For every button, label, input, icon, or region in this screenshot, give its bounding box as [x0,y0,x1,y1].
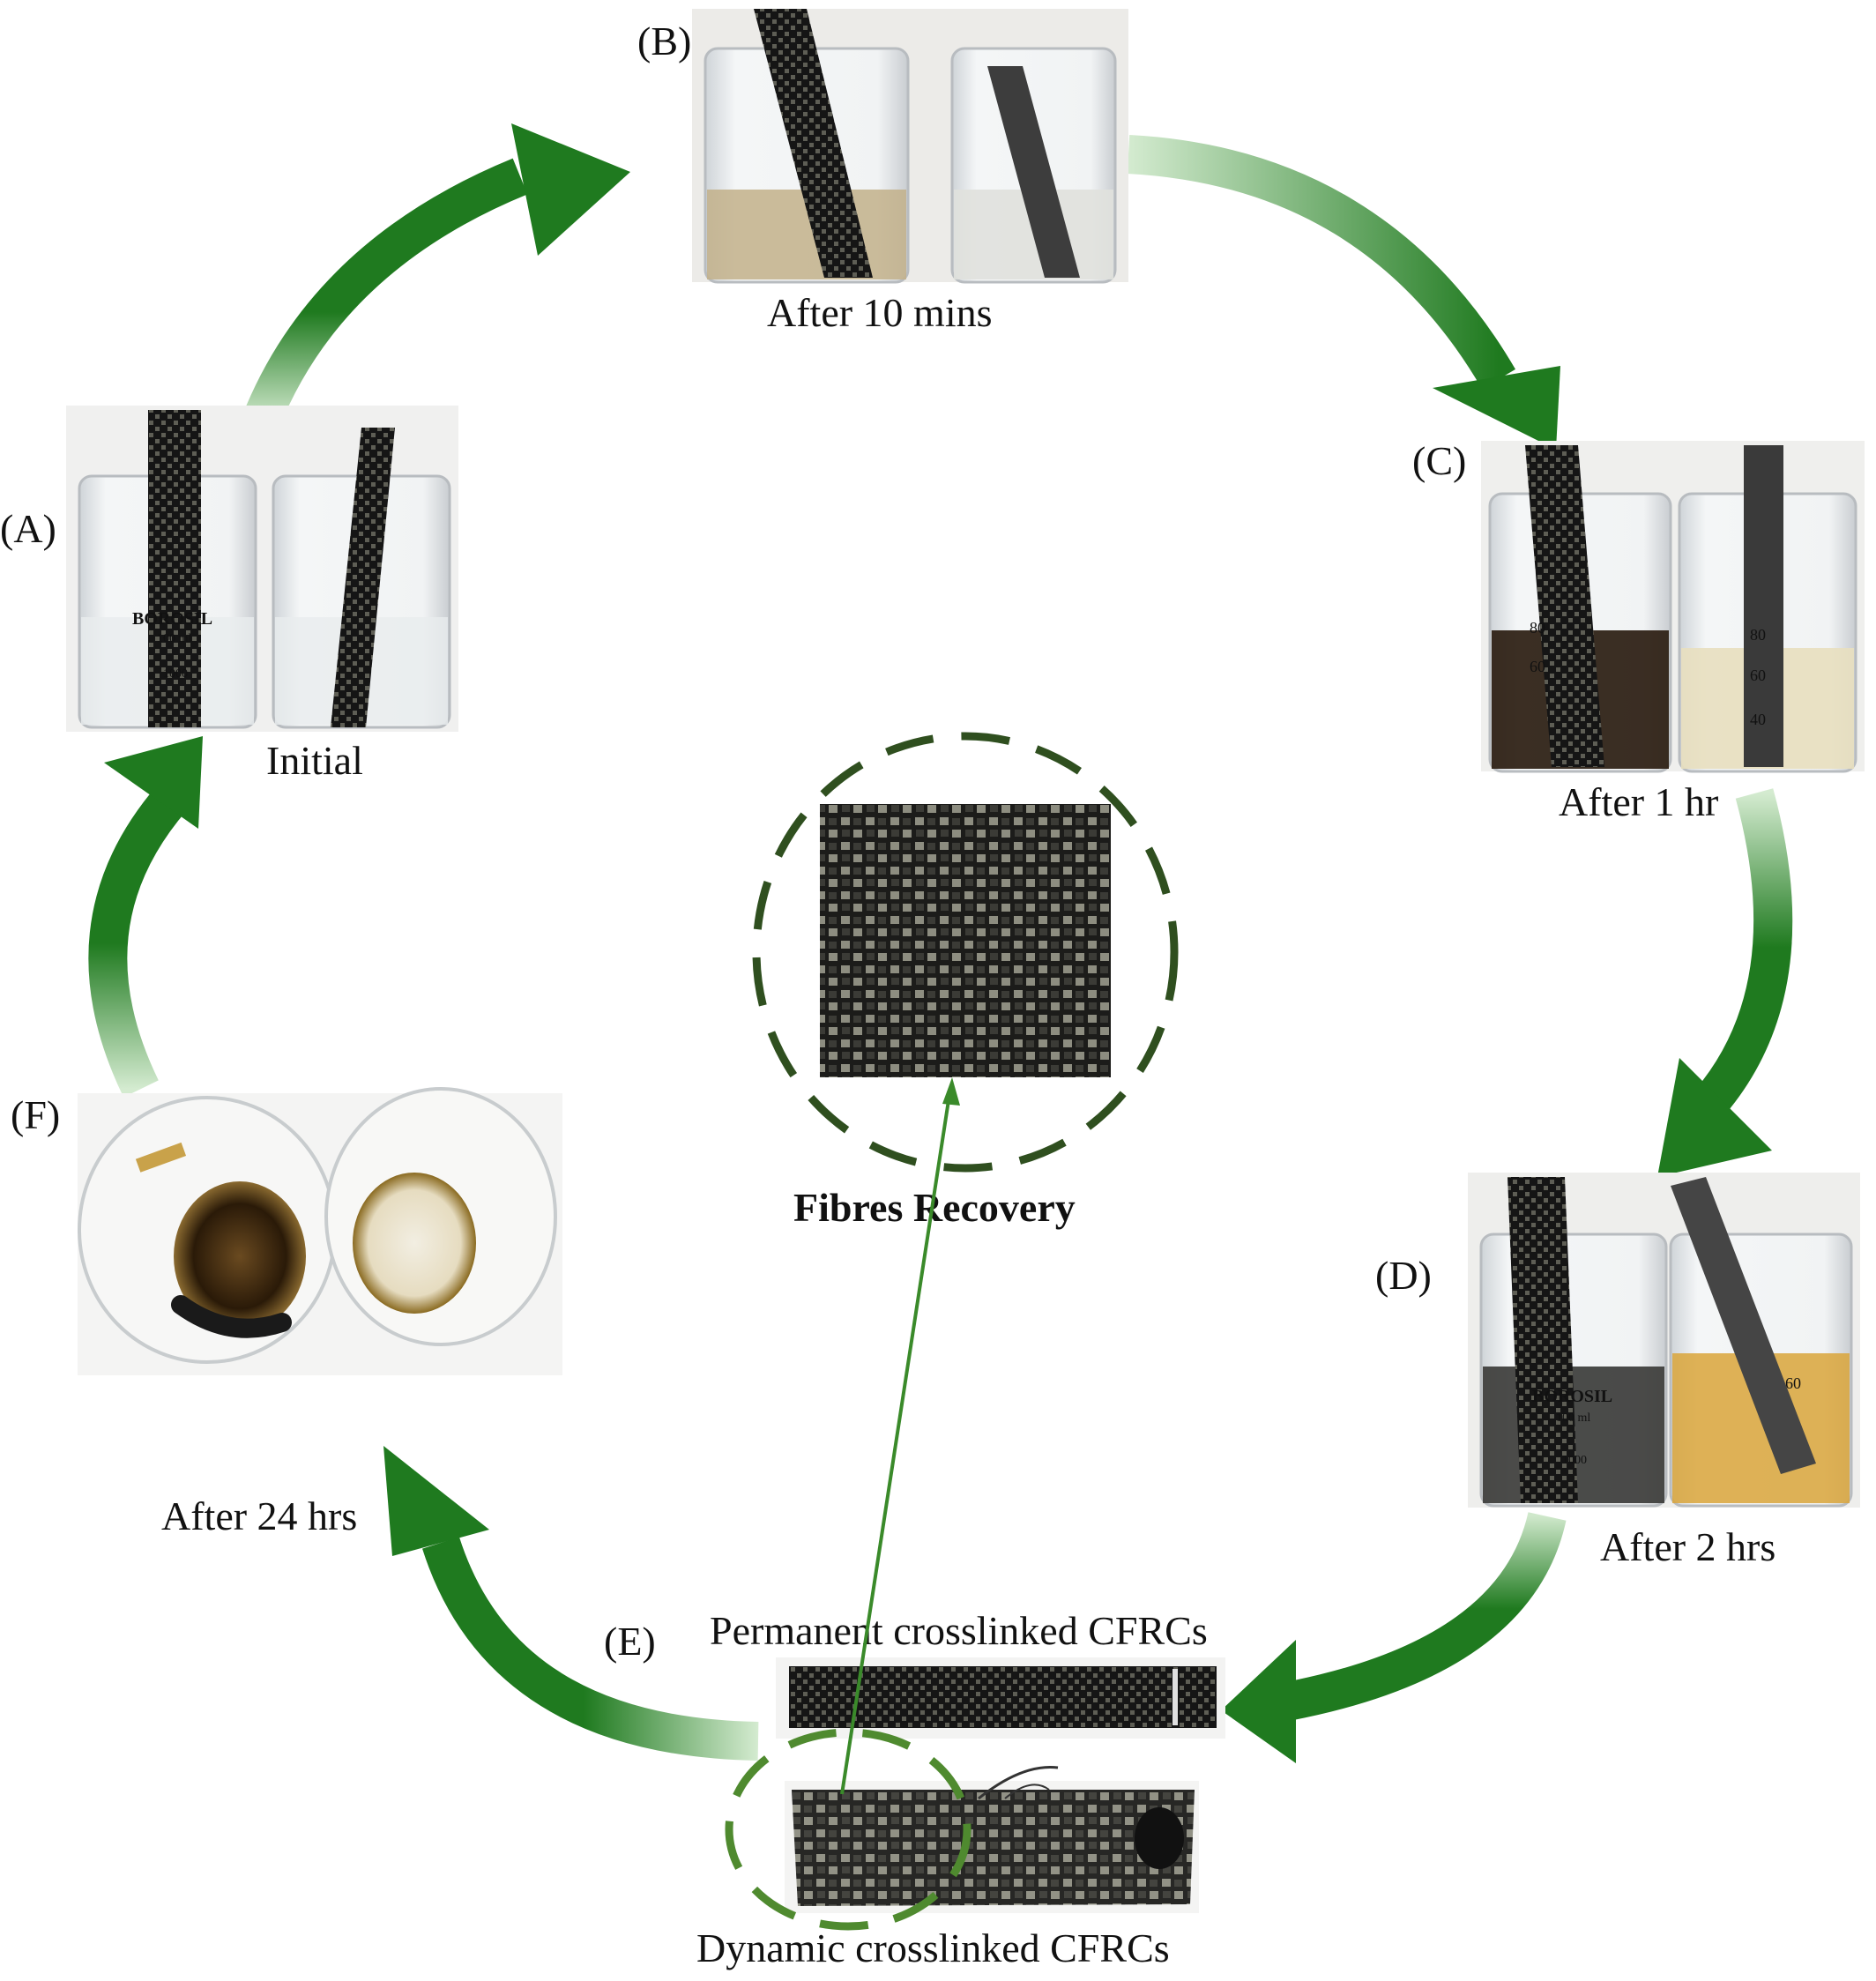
arrowhead-icon [1433,366,1560,450]
curved-arrow-icon [242,158,528,431]
fibres-recovery-inset [820,804,1111,1077]
panel-b-photo [692,9,1128,284]
panel-d-caption: After 2 hrs [1600,1524,1776,1569]
arrow-b-to-c [1127,135,1560,450]
arrow-f-to-a [88,736,203,1098]
panel-c-photo: 80 60 80 60 40 [1481,441,1865,773]
panel-f-photo [78,1087,562,1375]
panel-b-label: (B) [637,19,691,63]
beaker-grad-60: 60 [1750,667,1766,684]
panel-e-caption-permanent: Permanent crosslinked CFRCs [710,1608,1208,1653]
pointer-arrow-icon [840,1077,960,1795]
dynamic-sample-highlight-circle [725,1728,972,1931]
beaker-grad-40: 40 [1750,711,1766,728]
arrowhead-icon [1221,1640,1296,1763]
beaker-brand: BOROSIL [1532,1387,1612,1406]
panel-a-photo: BOROSIL 100 ml 1000 [66,406,458,732]
beaker-volume: 100 ml [1556,1411,1590,1425]
arrow-d-to-e [1221,1511,1567,1763]
curved-arrow-icon [422,1537,759,1761]
panel-b-caption: After 10 mins [767,290,993,335]
panel-d-label: (D) [1375,1253,1432,1298]
permanent-crosslinked-strip [776,1657,1225,1739]
panel-a-label: (A) [0,506,56,551]
beaker-grad-80: 80 [1530,619,1545,637]
panel-e-label: (E) [604,1619,656,1664]
panel-f-label: (F) [11,1092,60,1137]
arrow-e-to-f [383,1446,759,1761]
panel-c-caption: After 1 hr [1559,779,1718,824]
arrowhead-icon [1657,1058,1772,1177]
curved-arrow-icon [1127,135,1515,390]
beaker-brand: BOROSIL [132,609,212,629]
panel-d-photo: BOROSIL 100 ml 1000 60 [1468,1173,1860,1508]
panel-e-caption-dynamic: Dynamic crosslinked CFRCs [696,1925,1170,1970]
panel-a-caption: Initial [266,738,363,783]
beaker-grad-60: 60 [1785,1374,1801,1392]
arrowhead-icon [383,1446,489,1556]
beaker-grad-80: 80 [1750,626,1766,644]
curved-arrow-icon [88,785,187,1098]
arrowhead-icon [104,736,203,829]
fibres-recovery-dashed-circle [752,732,1179,1173]
arrow-c-to-d [1657,788,1793,1177]
panel-f-caption: After 24 hrs [161,1493,357,1538]
arrow-a-to-b [242,123,630,431]
curved-arrow-icon [1283,1511,1567,1721]
beaker-volume: 100 ml [157,632,191,645]
curved-arrow-icon [1695,788,1793,1115]
arrowhead-icon [511,123,630,256]
beaker-grad: 1000 [1562,1454,1587,1467]
panel-c-label: (C) [1412,438,1466,483]
beaker-grad-60: 60 [1530,658,1545,675]
beaker-grad: 1000 [163,667,188,681]
dynamic-crosslinked-strip [785,1765,1199,1913]
